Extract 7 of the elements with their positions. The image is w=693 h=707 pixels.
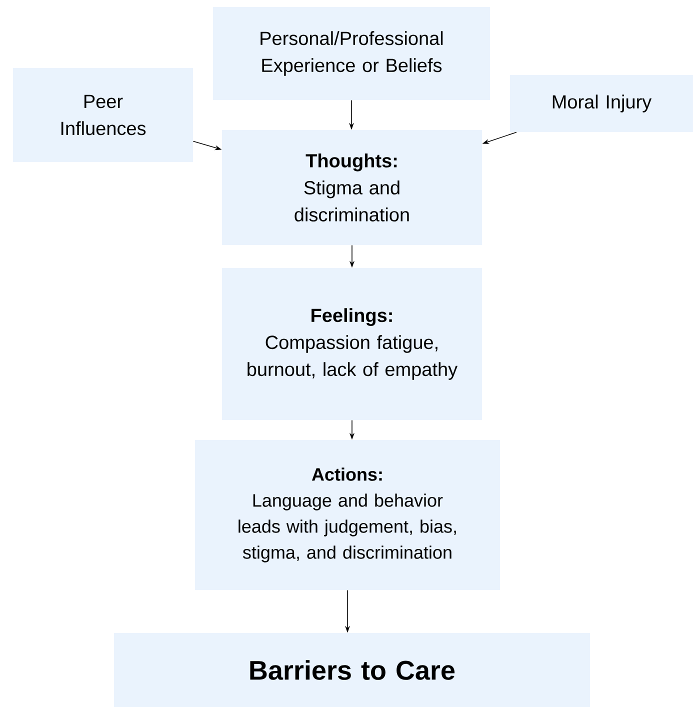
process-box: Moral Injury bbox=[510, 75, 693, 132]
process-box: Feelings: Compassion fatigue, burnout, lack of empathy bbox=[222, 268, 482, 420]
process-box: Actions: Language and behavior leads with judgement, bias, stigma, and discrimination bbox=[195, 440, 500, 590]
process-box: Barriers to Care bbox=[114, 633, 590, 707]
process-box: Thoughts: Stigma and discrimination bbox=[222, 130, 482, 245]
process-box: Peer Influences bbox=[13, 68, 193, 162]
process-box: Personal/Professional Experience or Beliefs bbox=[213, 7, 490, 100]
